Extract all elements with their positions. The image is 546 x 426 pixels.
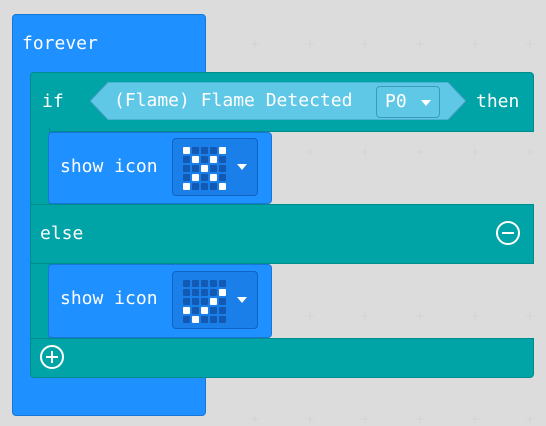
led-off xyxy=(192,183,199,190)
led-off xyxy=(210,289,217,296)
led-off xyxy=(201,183,208,190)
led-on xyxy=(210,298,217,305)
grid-plus-icon: + xyxy=(525,37,536,51)
grid-plus-icon: + xyxy=(360,309,371,323)
led-off xyxy=(192,298,199,305)
grid-plus-icon: + xyxy=(250,412,261,426)
led-on xyxy=(219,289,226,296)
led-off xyxy=(201,147,208,154)
caret-down-icon xyxy=(237,164,247,170)
grid-plus-icon: + xyxy=(305,145,316,159)
plus-vertical-bar xyxy=(51,351,53,363)
grid-plus-icon: + xyxy=(470,309,481,323)
show-icon-label: show icon xyxy=(60,156,158,177)
led-on xyxy=(192,174,199,181)
led-off xyxy=(183,156,190,163)
led-off xyxy=(219,307,226,314)
grid-plus-icon: + xyxy=(360,412,371,426)
minus-bar xyxy=(502,232,514,234)
led-off xyxy=(192,280,199,287)
grid-plus-icon: + xyxy=(415,37,426,51)
grid-plus-icon: + xyxy=(305,309,316,323)
led-on xyxy=(192,316,199,323)
led-off xyxy=(183,280,190,287)
caret-down-icon xyxy=(237,297,247,303)
grid-plus-icon: + xyxy=(415,145,426,159)
led-off xyxy=(201,316,208,323)
else-label: else xyxy=(40,223,84,244)
led-off xyxy=(219,156,226,163)
led-off xyxy=(219,165,226,172)
led-on xyxy=(183,183,190,190)
condition-label: (Flame) Flame Detected xyxy=(114,90,353,111)
led-on xyxy=(192,156,199,163)
led-off xyxy=(210,280,217,287)
led-off xyxy=(183,174,190,181)
led-off xyxy=(210,183,217,190)
led-off xyxy=(183,289,190,296)
led-off xyxy=(201,280,208,287)
grid-plus-icon: + xyxy=(250,37,261,51)
icon-picker-dropdown[interactable] xyxy=(172,138,258,196)
led-off xyxy=(183,165,190,172)
led-on xyxy=(219,183,226,190)
led-off xyxy=(219,316,226,323)
led-on xyxy=(201,165,208,172)
led-off xyxy=(192,307,199,314)
led-off xyxy=(201,174,208,181)
led-on xyxy=(210,156,217,163)
led-off xyxy=(219,174,226,181)
led-off xyxy=(210,147,217,154)
grid-plus-icon: + xyxy=(525,309,536,323)
minus-circle-icon[interactable] xyxy=(496,221,520,245)
led-off xyxy=(219,298,226,305)
grid-plus-icon: + xyxy=(415,412,426,426)
grid-plus-icon: + xyxy=(360,37,371,51)
grid-plus-icon: + xyxy=(525,145,536,159)
led-off xyxy=(183,316,190,323)
grid-plus-icon: + xyxy=(305,412,316,426)
led-matrix-icon xyxy=(183,280,226,323)
led-off xyxy=(192,289,199,296)
grid-plus-icon: + xyxy=(525,412,536,426)
led-on xyxy=(183,307,190,314)
led-off xyxy=(210,316,217,323)
grid-plus-icon: + xyxy=(470,145,481,159)
else-row[interactable] xyxy=(30,204,534,264)
led-off xyxy=(201,298,208,305)
grid-plus-icon: + xyxy=(415,309,426,323)
led-off xyxy=(219,280,226,287)
grid-plus-icon: + xyxy=(305,37,316,51)
plus-circle-icon[interactable] xyxy=(40,345,64,369)
grid-plus-icon: + xyxy=(470,412,481,426)
pin-dropdown[interactable]: P0 xyxy=(376,86,440,118)
led-off xyxy=(201,156,208,163)
flame-detected-condition[interactable] xyxy=(89,81,467,121)
pin-value: P0 xyxy=(385,91,407,112)
show-icon-label: show icon xyxy=(60,288,158,309)
led-off xyxy=(201,289,208,296)
led-on xyxy=(219,147,226,154)
led-on xyxy=(210,174,217,181)
led-matrix-icon xyxy=(183,147,226,190)
caret-down-icon xyxy=(421,100,431,106)
if-else-footer[interactable] xyxy=(30,338,534,378)
led-off xyxy=(192,147,199,154)
led-off xyxy=(192,165,199,172)
led-off xyxy=(183,298,190,305)
led-on xyxy=(201,307,208,314)
grid-plus-icon: + xyxy=(360,145,371,159)
led-off xyxy=(210,307,217,314)
led-off xyxy=(210,165,217,172)
led-on xyxy=(183,147,190,154)
icon-picker-dropdown[interactable] xyxy=(172,271,258,329)
if-label: if xyxy=(42,91,64,112)
then-label: then xyxy=(476,91,520,112)
forever-label: forever xyxy=(22,33,98,54)
grid-plus-icon: + xyxy=(470,37,481,51)
